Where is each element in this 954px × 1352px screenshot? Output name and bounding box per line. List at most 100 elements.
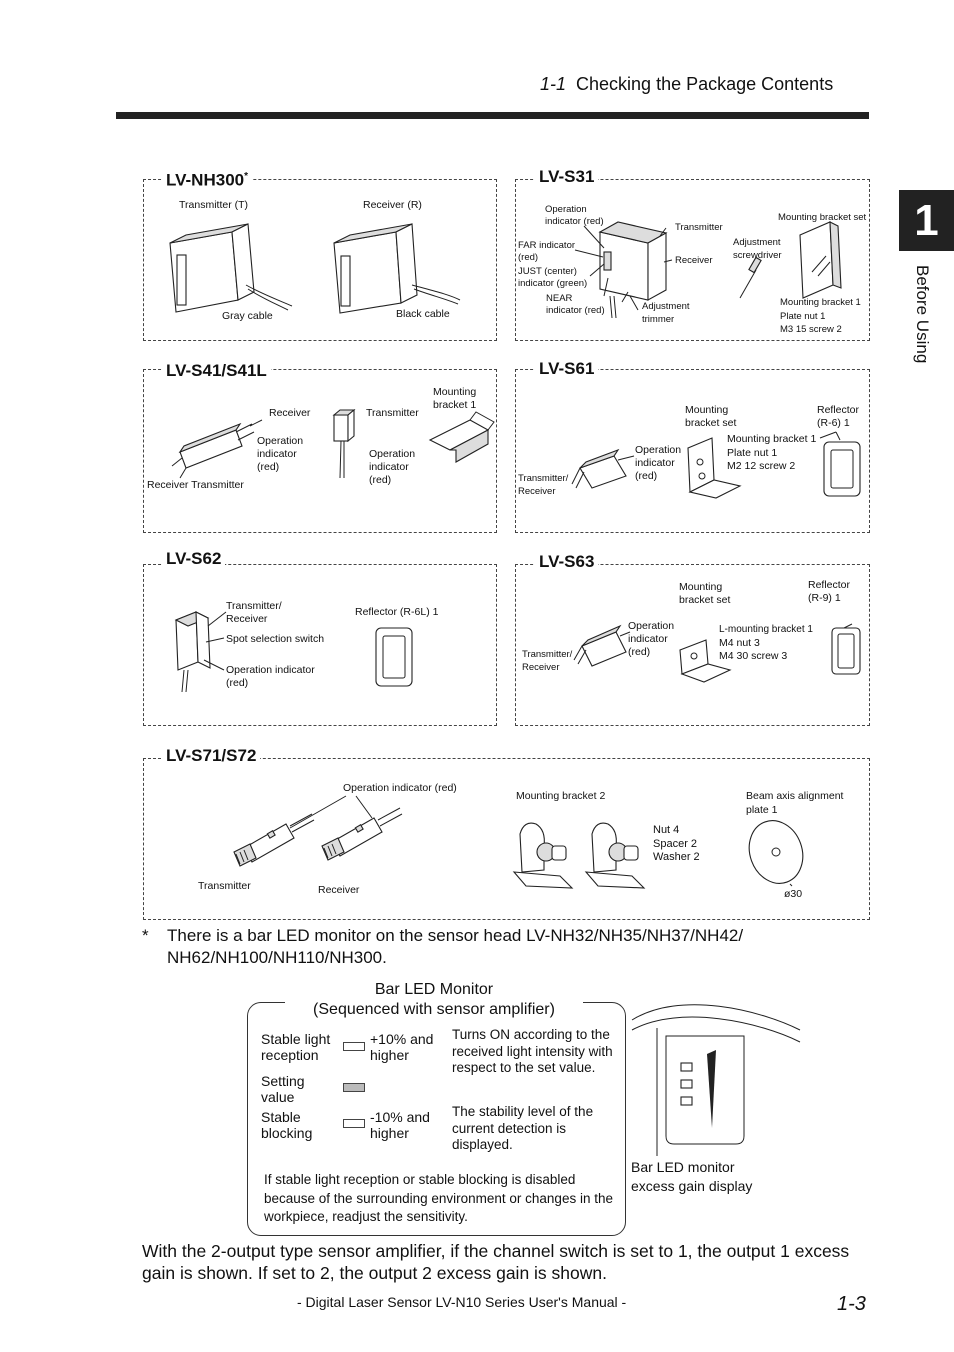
led-row-value-1: +10% and higher [370, 1031, 434, 1063]
s71-beam-plate-label: Beam axis alignment plate 1 [746, 790, 844, 816]
s41-transmitter-label: Transmitter [366, 407, 419, 419]
s31-bracket-item: Mounting bracket 1 [780, 297, 861, 308]
s31-near-indicator-label: NEAR indicator (red) [546, 293, 605, 316]
s31-transmitter-label: Transmitter [675, 222, 723, 233]
s62-spot-switch-label: Spot selection switch [226, 633, 325, 645]
panel-s62 [143, 564, 497, 726]
s31-adjustment-trimmer-label: Adjustment trimmer [642, 301, 690, 325]
page-number: 1-3 [837, 1293, 866, 1315]
led-indicator-2 [343, 1083, 365, 1092]
s61-reflector-label: Reflector (R-6) 1 [817, 404, 860, 429]
s61-screw-item: M2 12 screw 2 [727, 460, 796, 472]
s63-screw-item: M4 30 screw 3 [719, 650, 788, 662]
panel-title-s41: LV-S41/S41L [162, 361, 271, 381]
note-text: There is a bar LED monitor on the sensor… [167, 926, 744, 967]
panel-s41 [143, 369, 497, 533]
s61-platenut-item: Plate nut 1 [727, 446, 778, 459]
s63-tr-label: Transmitter/ Receiver [522, 649, 573, 673]
s61-op-indicator-label: Operation indicator (red) [635, 444, 682, 482]
s63-bracket-item: L-mounting bracket 1 [719, 624, 813, 635]
s41-op-indicator-a-label: Operation indicator (red) [257, 435, 304, 473]
s41-receiver-label: Receiver [269, 407, 311, 419]
s31-screw-item: M3 15 screw 2 [780, 324, 842, 335]
led-monitor-title-2: (Sequenced with sensor amplifier) [313, 1001, 555, 1018]
note-mark: * [142, 926, 149, 945]
led-row-label-3: Stable blocking [261, 1109, 313, 1141]
panel-title-s71: LV-S71/S72 [162, 746, 261, 766]
s31-receiver-label: Receiver [675, 255, 713, 266]
bar-led-display-label: Bar LED monitor excess gain display [631, 1159, 753, 1194]
led-monitor-title-1: Bar LED Monitor [374, 981, 494, 998]
s71-nut-item: Nut 4 [653, 824, 680, 836]
s61-tr-label: Transmitter/ Receiver [518, 473, 569, 497]
panel-title-s63: LV-S63 [535, 552, 599, 572]
s63-nut-item: M4 nut 3 [719, 636, 760, 649]
panel-s61 [515, 369, 870, 533]
s31-bracket-set-label: Mounting bracket set [778, 212, 867, 223]
s41-mounting-bracket-label: Mounting bracket 1 [433, 386, 477, 411]
led-desc-1: Turns ON according to the received light… [452, 1027, 613, 1075]
s62-tr-label: Transmitter/ Receiver [226, 600, 282, 625]
s62-reflector-label: Reflector (R-6L) 1 [355, 606, 439, 618]
s31-far-indicator-label: FAR indicator (red) [518, 240, 576, 263]
s71-mounting-bracket-label: Mounting bracket 2 [516, 790, 606, 802]
section-number: 1-1 [540, 74, 567, 94]
s63-bracket-set-label: Mounting bracket set [679, 581, 731, 606]
s63-reflector-label: Reflector (R-9) 1 [808, 579, 851, 604]
s41-bottom-label: Receiver Transmitter [147, 479, 244, 491]
chapter-tab: 1 [899, 190, 954, 251]
s63-bracket-list: L-mounting bracket 1 M4 nut 3 M4 30 scre… [719, 623, 813, 664]
s31-platenut-item: Plate nut 1 [780, 310, 826, 322]
s71-transmitter-label: Transmitter [198, 880, 251, 892]
led-indicator-3 [343, 1119, 365, 1128]
nh300-transmitter-label: Transmitter (T) [179, 199, 249, 211]
panel-nh300 [143, 179, 497, 341]
s31-op-indicator-label: Operation indicator (red) [545, 204, 604, 227]
panel-s31 [515, 179, 870, 341]
s31-just-indicator-label: JUST (center) indicator (green) [518, 266, 588, 289]
section-header: 1-1 Checking the Package Contents [540, 74, 833, 95]
s62-op-indicator-label: Operation indicator (red) [226, 664, 315, 689]
s61-bracket-item: Mounting bracket 1 [727, 433, 817, 445]
panel-title-s61: LV-S61 [535, 359, 599, 379]
s71-op-indicator-label: Operation indicator (red) [343, 782, 457, 794]
s31-screwdriver-label: Adjustment screwdriver [733, 237, 782, 261]
led-desc-2: The stability level of the current detec… [452, 1104, 594, 1152]
s41-op-indicator-b-label: Operation indicator (red) [369, 448, 416, 486]
panel-s71 [143, 758, 870, 920]
s63-op-indicator-label: Operation indicator (red) [628, 620, 675, 658]
panel-title-s31: LV-S31 [535, 167, 599, 187]
s71-diameter-label: ø30 [784, 888, 803, 900]
body-paragraph: With the 2-output type sensor amplifier,… [142, 1241, 850, 1283]
panel-title-s62: LV-S62 [162, 549, 226, 569]
s71-hardware-list: Nut 4 Spacer 2 Washer 2 [653, 824, 700, 865]
chapter-label: Before Using [913, 265, 932, 364]
led-warning: If stable light reception or stable bloc… [264, 1172, 613, 1224]
led-monitor-title: Bar LED Monitor (Sequenced with sensor a… [285, 980, 583, 1020]
led-row-label-1: Stable light reception [261, 1031, 331, 1063]
nh300-receiver-label: Receiver (R) [363, 199, 422, 211]
panel-title-nh300: LV-NH300* [162, 167, 253, 191]
nh300-black-cable-label: Black cable [396, 308, 450, 320]
footer-manual: - Digital Laser Sensor LV-N10 Series Use… [297, 1294, 627, 1310]
panel-s63 [515, 564, 870, 726]
section-title: Checking the Package Contents [576, 74, 834, 94]
header-rule [116, 112, 869, 119]
led-row-value-3: -10% and higher [370, 1109, 430, 1141]
s71-washer-item: Washer 2 [653, 851, 700, 863]
s31-bracket-list: Mounting bracket 1 Plate nut 1 M3 15 scr… [780, 296, 861, 337]
s61-bracket-set-label: Mounting bracket set [685, 404, 737, 429]
nh300-gray-cable-label: Gray cable [222, 310, 273, 322]
s71-receiver-label: Receiver [318, 884, 360, 896]
s61-bracket-list: Mounting bracket 1 Plate nut 1 M2 12 scr… [727, 433, 816, 474]
s71-spacer-item: Spacer 2 [653, 837, 698, 850]
led-row-label-2: Setting value [261, 1073, 305, 1105]
